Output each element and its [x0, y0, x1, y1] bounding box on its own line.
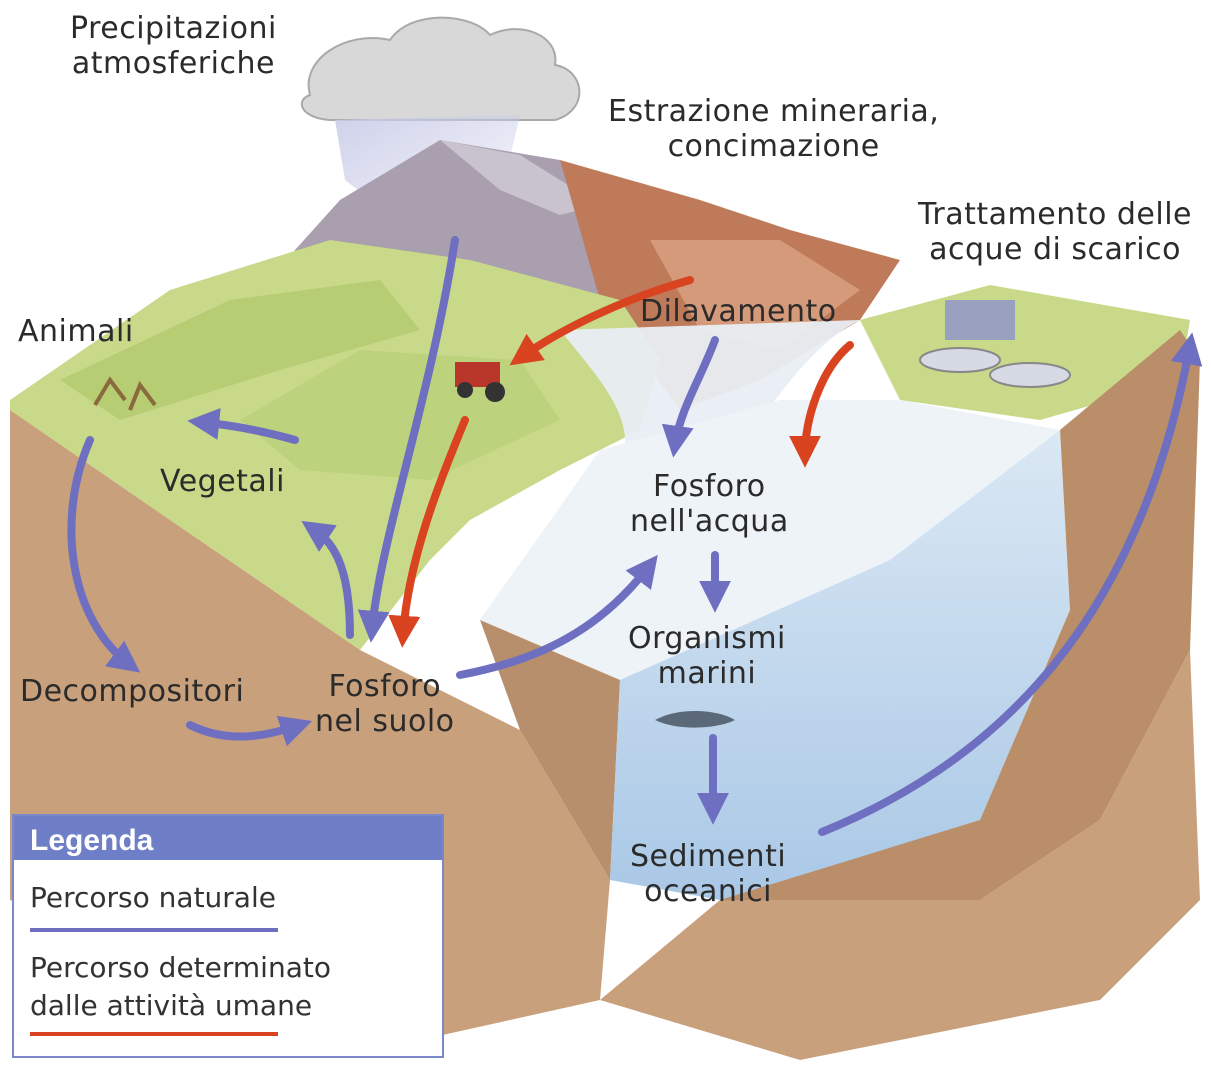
legend-human-label-1: Percorso determinato — [30, 950, 331, 986]
label-precipitation: Precipitazioni atmosferiche — [70, 12, 277, 81]
legend-title: Legenda — [14, 816, 442, 860]
cloud — [302, 18, 580, 120]
legend-natural-label: Percorso naturale — [30, 880, 276, 916]
label-mining: Estrazione mineraria, concimazione — [608, 95, 939, 164]
legend-human-label-2: dalle attività umane — [30, 988, 312, 1024]
label-decomposers: Decompositori — [20, 675, 244, 710]
treatment-plant — [945, 300, 1015, 340]
legend-natural-line — [30, 928, 278, 932]
label-plants: Vegetali — [160, 465, 285, 500]
label-phosphorus-water: Fosforo nell'acqua — [630, 470, 789, 539]
label-treatment: Trattamento delle acque di scarico — [918, 198, 1192, 267]
label-sediments: Sedimenti oceanici — [630, 840, 786, 909]
legend: Legenda Percorso naturale Percorso deter… — [12, 814, 444, 1058]
label-animals: Animali — [18, 315, 134, 350]
label-phosphorus-soil: Fosforo nel suolo — [315, 670, 455, 739]
legend-human-line — [30, 1032, 278, 1036]
label-marine-organisms: Organismi marini — [628, 622, 786, 691]
label-runoff: Dilavamento — [640, 295, 837, 330]
